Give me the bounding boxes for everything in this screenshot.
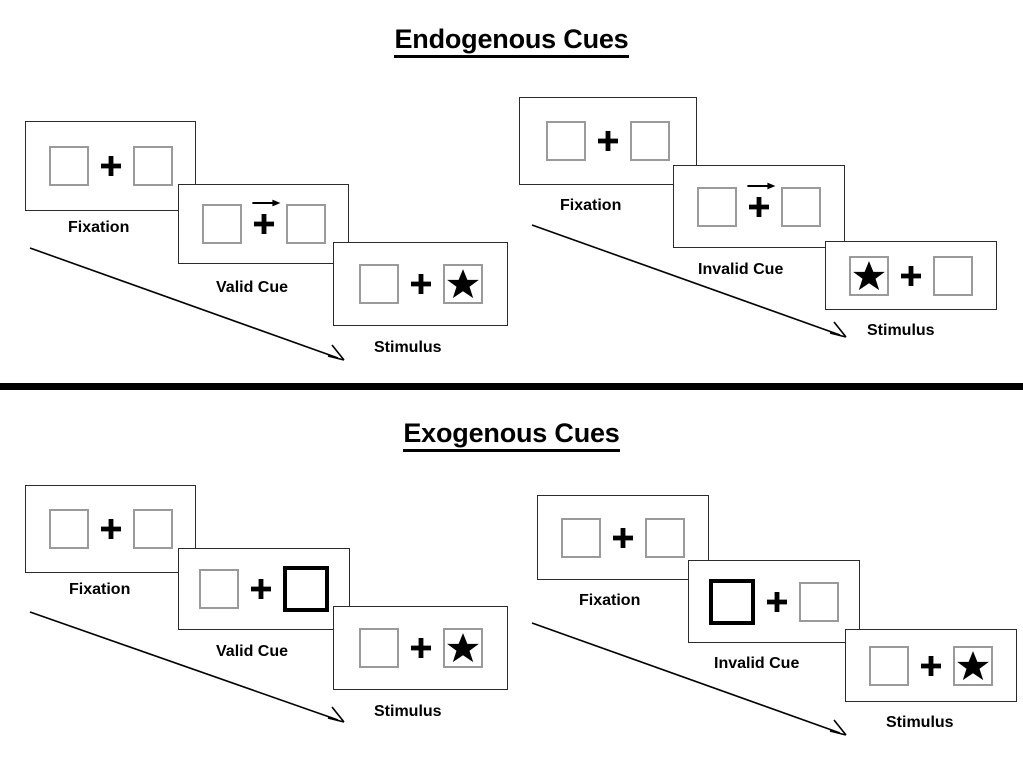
panel-exogenous-invalid-cue (688, 560, 860, 643)
section-title-endogenous-text: Endogenous Cues (394, 24, 629, 58)
fixation-cross-area (239, 579, 283, 599)
section-title-endogenous: Endogenous Cues (0, 24, 1023, 58)
panel-endogenous-invalid-fixation (519, 97, 697, 185)
step-label-endogenous-valid-cue: Valid Cue (216, 279, 289, 296)
panel-content (26, 146, 195, 186)
step-label-exogenous-invalid-fixation: Fixation (579, 592, 641, 609)
panel-endogenous-valid-fixation (25, 121, 196, 211)
fixation-cross-area (399, 638, 443, 658)
stimulus-box-right (781, 186, 821, 227)
stimulus-box-left (561, 517, 601, 558)
step-label-endogenous-valid-stimulus: Stimulus (374, 339, 442, 356)
stimulus-box-left (358, 628, 399, 668)
panel-exogenous-valid-stimulus (333, 606, 508, 690)
stimulus-box-right (285, 204, 326, 244)
plus-cross-icon (598, 131, 618, 151)
star-icon (446, 269, 479, 299)
stimulus-box-left-cued (709, 578, 755, 625)
step-label-endogenous-invalid-stimulus: Stimulus (867, 322, 935, 339)
stimulus-box-left (201, 204, 242, 244)
step-label-exogenous-invalid-stimulus: Stimulus (886, 714, 954, 731)
step-label-exogenous-invalid-cue: Invalid Cue (714, 655, 800, 672)
time-arrow-exogenous-invalid (531, 622, 847, 736)
panel-endogenous-valid-cue (178, 184, 349, 264)
time-arrow-exogenous-valid (29, 611, 345, 723)
step-label-exogenous-valid-fixation: Fixation (69, 581, 131, 598)
stimulus-box-right (799, 581, 839, 622)
star-icon (853, 260, 885, 290)
stimulus-box-left (546, 121, 586, 161)
stimulus-box-left (697, 186, 737, 227)
stimulus-box-left (358, 264, 399, 304)
plus-cross-icon (251, 579, 271, 599)
stimulus-box-right (645, 517, 685, 558)
step-label-exogenous-valid-cue: Valid Cue (216, 643, 289, 660)
panel-endogenous-invalid-cue (673, 165, 845, 248)
section-divider (0, 383, 1023, 390)
fixation-cross-area (909, 655, 953, 676)
step-label-exogenous-valid-stimulus: Stimulus (374, 703, 442, 720)
panel-endogenous-valid-stimulus (333, 242, 508, 326)
fixation-cross-area (399, 274, 443, 294)
panel-endogenous-invalid-stimulus (825, 241, 997, 310)
stimulus-box-right (132, 146, 173, 186)
plus-cross-icon (749, 196, 769, 217)
fixation-cross-area (601, 527, 645, 548)
star-icon (446, 633, 479, 663)
plus-cross-icon (410, 638, 431, 658)
panel-content (538, 517, 708, 558)
plus-cross-icon (253, 214, 274, 234)
panel-content (179, 566, 349, 612)
panel-content (846, 645, 1016, 686)
stimulus-box-right (630, 121, 670, 161)
stimulus-box-right (442, 264, 483, 304)
plus-cross-icon (410, 274, 431, 294)
fixation-cross-area (89, 519, 133, 539)
stimulus-box-right (442, 628, 483, 668)
panel-content (179, 199, 348, 244)
stimulus-box-left (849, 255, 889, 296)
time-arrow-endogenous-invalid (531, 224, 847, 338)
panel-exogenous-valid-fixation (25, 485, 196, 573)
stimulus-box-right (953, 645, 993, 686)
panel-exogenous-valid-cue (178, 548, 350, 630)
fixation-cross-area (889, 265, 933, 286)
panel-content (826, 255, 996, 296)
section-title-exogenous: Exogenous Cues (0, 418, 1023, 452)
fixation-cross-area (586, 131, 630, 151)
stimulus-box-right (132, 509, 173, 549)
plus-cross-icon (613, 527, 633, 548)
panel-content (520, 121, 696, 161)
time-arrow-endogenous-valid (29, 247, 345, 361)
plus-cross-icon (767, 591, 787, 612)
arrow-right-icon (251, 199, 280, 207)
stimulus-box-left (869, 645, 909, 686)
step-label-endogenous-invalid-cue: Invalid Cue (698, 261, 784, 278)
star-icon (957, 650, 989, 680)
stimulus-box-left (199, 569, 239, 609)
section-title-exogenous-text: Exogenous Cues (403, 418, 620, 452)
fixation-cross-area (89, 156, 133, 176)
panel-content (674, 182, 844, 227)
panel-content (689, 578, 859, 625)
fixation-cross-area (737, 182, 781, 217)
step-label-endogenous-valid-fixation: Fixation (68, 219, 130, 236)
fixation-cross-area (755, 591, 799, 612)
panel-content (26, 509, 195, 549)
stimulus-box-left (48, 509, 89, 549)
plus-cross-icon (100, 156, 121, 176)
stimulus-box-left (48, 146, 89, 186)
panel-content (334, 264, 507, 304)
panel-exogenous-invalid-fixation (537, 495, 709, 580)
panel-content (334, 628, 507, 668)
panel-exogenous-invalid-stimulus (845, 629, 1017, 702)
plus-cross-icon (901, 265, 921, 286)
stimulus-box-right-cued (283, 566, 329, 612)
plus-cross-icon (921, 655, 941, 676)
step-label-endogenous-invalid-fixation: Fixation (560, 197, 622, 214)
fixation-cross-area (242, 199, 286, 234)
plus-cross-icon (100, 519, 121, 539)
arrow-right-icon (747, 182, 776, 189)
stimulus-box-right (933, 255, 973, 296)
